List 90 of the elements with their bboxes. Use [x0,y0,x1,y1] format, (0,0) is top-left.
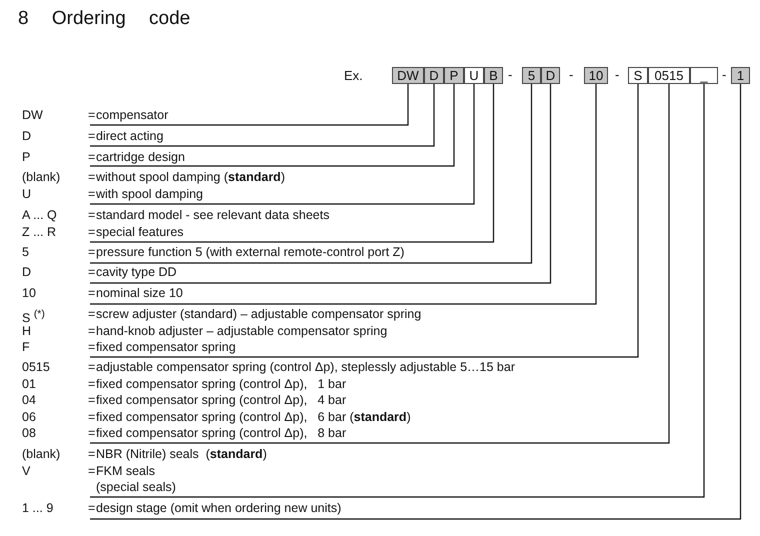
equals-sign: = [88,208,96,223]
code-description: cartridge design [96,150,185,165]
code-box: U [464,67,484,84]
leader-line [90,84,670,444]
equals-sign: = [88,393,96,408]
code-key: 06 [22,410,36,425]
separator-dash: - [615,67,620,82]
code-key: 01 [22,376,36,392]
code-description: design stage (omit when ordering new units) [96,501,342,516]
leader-line [90,84,494,243]
equals-sign: = [88,286,96,301]
code-box: 10 [584,67,608,84]
equals-sign: = [88,324,96,339]
code-key: Z ... R [22,224,56,240]
code-description: fixed compensator spring [96,340,236,356]
equals-sign: = [88,224,96,240]
code-key: S $^{(*)}$ [22,307,45,326]
code-key: U [22,186,32,202]
equals-sign: = [88,464,96,479]
equals-sign: = [88,245,96,260]
code-description: standard model - see relevant data sheets [96,208,330,223]
code-box: 1 [731,67,750,84]
code-key: (blank) [22,170,60,185]
code-key: 08 [22,426,36,442]
code-key: 5 [22,245,29,260]
equals-sign: = [88,170,96,185]
equals-sign: = [88,150,96,165]
code-description: FKM seals [96,464,156,479]
code-description: compensator [96,108,168,123]
code-description: nominal size 10 [96,286,183,301]
code-key: 0515 [22,360,50,375]
code-description: without spool damping (standard) [96,170,285,185]
leader-line [90,84,475,205]
leader-line [90,84,639,358]
leader-line [90,84,597,305]
code-description: cavity type DD [96,265,177,280]
equals-sign: = [88,186,96,202]
code-key: D [22,129,32,144]
leader-line [90,84,435,147]
code-description: direct acting [96,129,164,144]
code-description: fixed compensator spring (control Δp), 8 bar [96,426,346,442]
code-description: special features [96,224,184,240]
code-key: D [22,265,32,280]
code-description: NBR (Nitrile) seals (standard) [96,447,267,462]
separator-dash: - [722,67,726,82]
code-box: D [424,67,444,84]
separator-dash: - [508,67,512,82]
equals-sign: = [88,307,96,322]
equals-sign: = [88,376,96,392]
code-box: _ [690,67,718,84]
code-description: screw adjuster (standard) – adjustable compensator spring [96,307,422,322]
equals-sign: = [88,447,96,462]
code-key: V [22,464,30,479]
code-box: 5 [522,67,541,84]
equals-sign: = [88,360,96,375]
code-description: fixed compensator spring (control Δp), 4 bar [96,393,346,408]
code-key: 04 [22,393,36,408]
code-key: 1 ... 9 [22,501,54,516]
code-description: adjustable compensator spring (control Δp), steplessly adjustable 5…15 bar [96,360,515,375]
code-key: H [22,324,32,339]
code-description: (special seals) [96,480,176,496]
code-key: 10 [22,286,36,301]
equals-sign: = [88,426,96,442]
leader-line [90,84,455,167]
code-box: P [444,67,464,84]
code-box: D [541,67,560,84]
section-heading: 8 Ordering code [18,8,190,30]
code-key: F [22,340,30,356]
separator-dash: - [569,67,574,82]
code-key: P [22,150,30,165]
code-description: hand-knob adjuster – adjustable compensator spring [96,324,388,339]
code-description: with spool damping [96,186,204,202]
code-key: (blank) [22,447,60,462]
equals-sign: = [88,108,96,123]
code-box: B [484,67,503,84]
code-box: 0515 [648,67,690,84]
equals-sign: = [88,129,96,144]
code-description: pressure function 5 (with external remote-control port Z) [96,245,404,260]
equals-sign: = [88,265,96,280]
code-description: fixed compensator spring (control Δp), 6 bar (standard) [96,410,411,425]
example-label: Ex. [344,68,363,83]
equals-sign: = [88,410,96,425]
equals-sign: = [88,340,96,356]
code-box: DW [392,67,424,84]
leader-line [90,84,409,126]
equals-sign: = [88,501,96,516]
code-box: S [628,67,648,84]
code-key: A ... Q [22,208,57,223]
code-description: fixed compensator spring (control Δp), 1 bar [96,376,346,392]
code-key: DW [22,108,43,123]
